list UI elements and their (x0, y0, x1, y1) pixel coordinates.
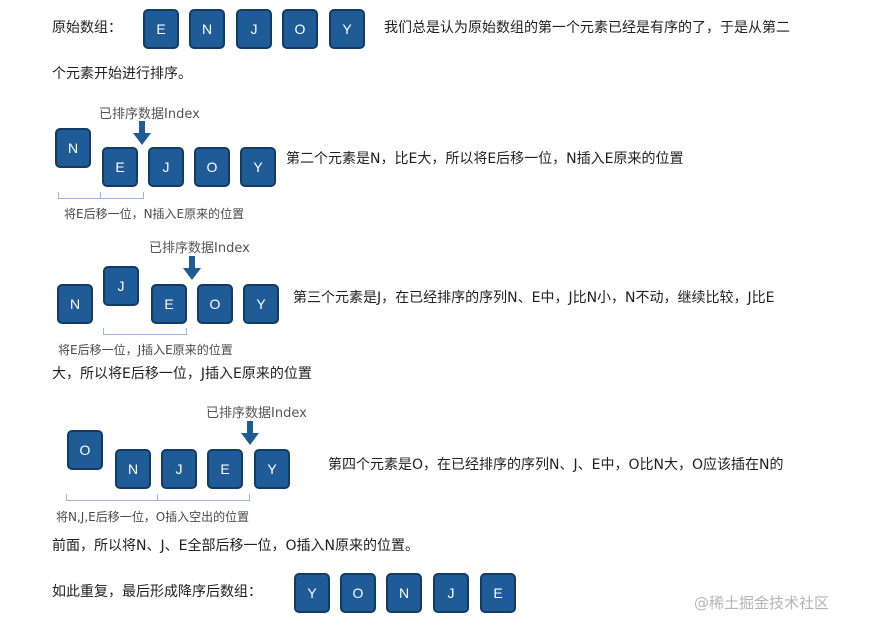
intro-text-line2: 个元素开始进行排序。 (52, 66, 192, 82)
sorted-index-label: 已排序数据Index (206, 406, 307, 421)
moved-box: N (55, 128, 91, 168)
step-text-line2: 大，所以将E后移一位，J插入E原来的位置 (52, 366, 312, 382)
range-brace (103, 328, 187, 335)
brace-caption: 将N,J,E后移一位，O插入空出的位置 (56, 510, 250, 524)
step-text: 第二个元素是N，比E大，所以将E后移一位，N插入E原来的位置 (286, 151, 684, 167)
range-brace-tick (100, 192, 101, 198)
range-brace (58, 192, 144, 199)
array-box: E (143, 9, 179, 49)
moved-box: O (67, 430, 103, 470)
brace-caption: 将E后移一位，J插入E原来的位置 (58, 343, 233, 357)
array-box: Y (294, 573, 330, 613)
array-box: Y (240, 147, 276, 187)
array-box: E (480, 573, 516, 613)
array-box: E (102, 147, 138, 187)
array-box: J (433, 573, 469, 613)
range-brace (66, 494, 250, 501)
intro-label: 原始数组： (52, 20, 122, 36)
array-box: N (57, 284, 93, 324)
down-arrow-icon (241, 421, 259, 445)
array-box: O (197, 284, 233, 324)
sorted-index-label: 已排序数据Index (149, 241, 250, 256)
array-box: O (194, 147, 230, 187)
array-box: N (115, 449, 151, 489)
intro-text-line1: 我们总是认为原始数组的第一个元素已经是有序的了，于是从第二 (384, 20, 790, 36)
array-box: N (189, 9, 225, 49)
sorted-index-label: 已排序数据Index (99, 107, 200, 122)
watermark: @稀土掘金技术社区 (694, 594, 830, 612)
moved-box: J (103, 266, 139, 306)
array-box: Y (254, 449, 290, 489)
array-box: Y (243, 284, 279, 324)
step-text-line1: 第三个元素是J，在已经排序的序列N、E中，J比N小，N不动，继续比较，J比E (293, 290, 775, 306)
brace-caption: 将E后移一位，N插入E原来的位置 (64, 207, 245, 221)
down-arrow-icon (183, 256, 201, 280)
array-box: J (161, 449, 197, 489)
final-label: 如此重复，最后形成降序后数组： (52, 584, 262, 600)
array-box: O (340, 573, 376, 613)
range-brace-tick (157, 494, 158, 500)
down-arrow-icon (133, 121, 151, 145)
array-box: Y (329, 9, 365, 49)
array-box: J (148, 147, 184, 187)
step-text-line1: 第四个元素是O，在已经排序的序列N、J、E中，O比N大，O应该插在N的 (328, 457, 784, 473)
array-box: J (236, 9, 272, 49)
array-box: E (207, 449, 243, 489)
array-box: N (386, 573, 422, 613)
array-box: E (151, 284, 187, 324)
array-box: O (282, 9, 318, 49)
step-text-line2: 前面，所以将N、J、E全部后移一位，O插入N原来的位置。 (52, 538, 419, 554)
